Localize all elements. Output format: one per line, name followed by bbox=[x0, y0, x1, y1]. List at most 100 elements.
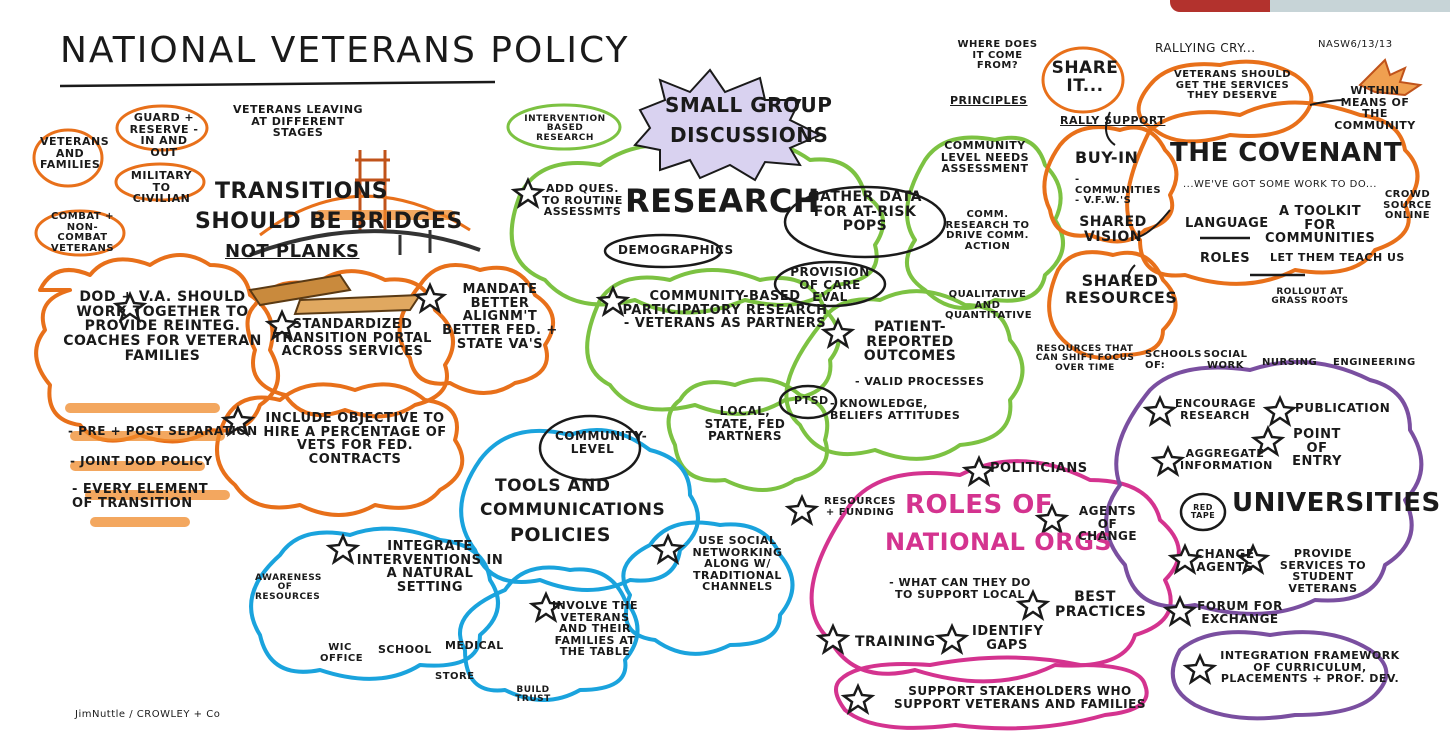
star-icon bbox=[1034, 502, 1070, 535]
provision-bubble bbox=[773, 260, 887, 308]
star-icon bbox=[840, 682, 876, 715]
credit-label: JimNuttle / CROWLEY + Co bbox=[75, 709, 221, 720]
military-label: MILITARY to CIVILIAN bbox=[130, 169, 193, 206]
intervention-bubble bbox=[506, 103, 622, 151]
where-label: WHERE DOES IT COME FROM? bbox=[957, 39, 1038, 71]
integrate-cloud bbox=[249, 526, 500, 681]
transitions-line-3: NOT PLANKS bbox=[225, 241, 360, 262]
star-icon bbox=[1235, 542, 1271, 575]
star-icon bbox=[934, 622, 970, 655]
research-heading: RESEARCH bbox=[625, 182, 821, 220]
star-icon bbox=[412, 281, 448, 314]
language-label: LANGUAGE bbox=[1185, 216, 1269, 231]
needs-text: COMMUNITY LEVEL NEEDS ASSESSMENT bbox=[940, 139, 1030, 176]
provision-text: PROVISION of CARE EVAL bbox=[790, 265, 870, 305]
combat-label: COMBAT + NON-COMBAT VETERANS bbox=[50, 211, 115, 254]
tools-line-3: POLICIES bbox=[510, 524, 611, 546]
universities-heading: UNIVERSITIES bbox=[1232, 488, 1441, 518]
agents-label: AGENTS of CHANGE bbox=[1077, 504, 1138, 544]
setting-school: SCHOOL bbox=[378, 643, 432, 656]
tools-line-2: COMMUNICATIONS bbox=[480, 500, 666, 520]
patient-item-knowledge: - KNOWLEDGE, BELIEFS ATTITUDES bbox=[830, 397, 961, 422]
star-icon bbox=[961, 454, 997, 487]
support-text: SUPPORT STAKEHOLDERS WHO SUPPORT VETERAN… bbox=[894, 684, 1146, 711]
star-icon bbox=[1250, 424, 1286, 457]
buyin-label: BUY-IN bbox=[1075, 148, 1139, 167]
community-research-text: COMMUNITY-BASED PARTICIPATORY RESEARCH -… bbox=[622, 289, 828, 332]
leaving-label: VETERANS LEAVING at DIFFERENT STAGES bbox=[232, 103, 364, 140]
intervention-label: INTERVENTION BASED RESEARCH bbox=[524, 114, 606, 143]
community-burst bbox=[1358, 58, 1423, 97]
principles-label: PRINCIPLES bbox=[950, 94, 1028, 107]
forum-label: FORUM for EXCHANGE bbox=[1197, 599, 1283, 626]
change-label: CHANGE AGENTS bbox=[1195, 547, 1255, 574]
star-icon bbox=[325, 532, 361, 565]
star-icon bbox=[1167, 542, 1203, 575]
redtape-label: RED TAPE bbox=[1190, 503, 1216, 521]
setting-store: STORE bbox=[435, 671, 475, 682]
military-bubble bbox=[114, 162, 206, 202]
universities-cloud bbox=[1104, 360, 1424, 616]
orgs-cloud bbox=[809, 459, 1181, 684]
arrows bbox=[1105, 99, 1346, 286]
orgs-line-2: NATIONAL ORGs bbox=[885, 528, 1113, 556]
combat-bubble bbox=[34, 209, 126, 257]
shift-label: RESOURCES that CAN SHIFT FOCUS OVER TIME bbox=[1035, 344, 1135, 373]
toolkit-text: a TOOLKIT for COMMUNITIES bbox=[1265, 204, 1376, 247]
social-cloud bbox=[621, 520, 795, 656]
portal-cloud bbox=[245, 269, 455, 419]
patient-item-valid: - VALID PROCESSES bbox=[855, 375, 985, 388]
redtape-bubble bbox=[1179, 492, 1227, 532]
orgs-line-1: ROLES of bbox=[905, 490, 1054, 520]
social-text: USE SOCIAL NETWORKING along w/ TRADITION… bbox=[692, 534, 783, 594]
politicians-label: POLITICIANS bbox=[990, 461, 1088, 476]
best-label: BEST PRACTICES bbox=[1055, 589, 1147, 620]
patient-text: PATIENT-REPORTED OUTCOMES bbox=[863, 319, 957, 365]
buyin-items: - COMMUNITIES - V.F.W.'s bbox=[1075, 174, 1162, 206]
bullet-joint-policy: - JOINT DoD POLICY bbox=[70, 454, 213, 468]
buyin-cloud bbox=[1042, 125, 1179, 244]
bullet-pre-post: - PRE + POST SEPARATION bbox=[68, 424, 258, 438]
mandate-cloud bbox=[397, 263, 555, 395]
rally-label: RALLY SUPPORT bbox=[1060, 114, 1166, 127]
support-cloud bbox=[834, 655, 1149, 731]
objective-cloud bbox=[215, 382, 465, 517]
resources-label: SHARED RESOURCES bbox=[1065, 271, 1178, 307]
provide-label: PROVIDE SERVICES to STUDENT VETERANS bbox=[1279, 547, 1367, 595]
local-cloud bbox=[666, 377, 830, 492]
comm-research-text: COMM. RESEARCH to DRIVE COMM. ACTION bbox=[945, 209, 1030, 252]
plank-illustration bbox=[248, 273, 422, 316]
banner-burst bbox=[633, 68, 823, 182]
community-research-cloud bbox=[585, 268, 841, 416]
involve-text: INVOLVE the VETERANS and THEIR FAMILIES … bbox=[551, 599, 639, 659]
demographics-label: DEMOGRAPHICS bbox=[618, 243, 734, 257]
resources-cloud bbox=[1047, 250, 1178, 360]
star-icon bbox=[1182, 652, 1218, 685]
encourage-label: ENCOURAGE RESEARCH bbox=[1175, 397, 1257, 422]
portal-text: STANDARDIZED TRANSITION PORTAL ACROSS SE… bbox=[273, 317, 432, 360]
dod-cloud bbox=[34, 253, 280, 444]
ptsd-bubble bbox=[778, 384, 838, 420]
vision-label: SHARED VISION bbox=[1079, 214, 1147, 245]
work-text: ...WE'VE GOT SOME WORK to DO... bbox=[1183, 179, 1377, 190]
corner-tab bbox=[1270, 0, 1450, 12]
star-icon bbox=[815, 622, 851, 655]
community-level-bubble bbox=[538, 414, 642, 482]
gather-text: GATHER DATA for AT-RISK POPs bbox=[808, 189, 922, 235]
tools-cloud bbox=[459, 428, 700, 592]
objective-text: INCLUDE OBJECTIVE to HIRE a PERCENTAGE o… bbox=[263, 411, 447, 467]
ptsd-label: PTSD bbox=[794, 394, 829, 407]
entry-label: POINT of ENTRY bbox=[1292, 427, 1342, 470]
demographics-bubble bbox=[603, 233, 723, 269]
transitions-line-1: TRANSITIONS bbox=[215, 179, 389, 204]
mandate-text: MANDATE BETTER ALIGNM'T BETTER FED. + ST… bbox=[442, 282, 558, 352]
star-icon bbox=[510, 176, 546, 209]
families-label: VETERANS and FAMILIES bbox=[40, 135, 110, 172]
guard-bubble bbox=[115, 104, 209, 152]
page-title: NATIONAL VETERANS POLICY bbox=[60, 30, 630, 71]
gaps-label: IDENTIFY GAPS bbox=[972, 624, 1044, 653]
community-level-label: COMMUNITY-LEVEL bbox=[555, 429, 648, 456]
discipline-nursing: NURSING bbox=[1262, 357, 1318, 368]
